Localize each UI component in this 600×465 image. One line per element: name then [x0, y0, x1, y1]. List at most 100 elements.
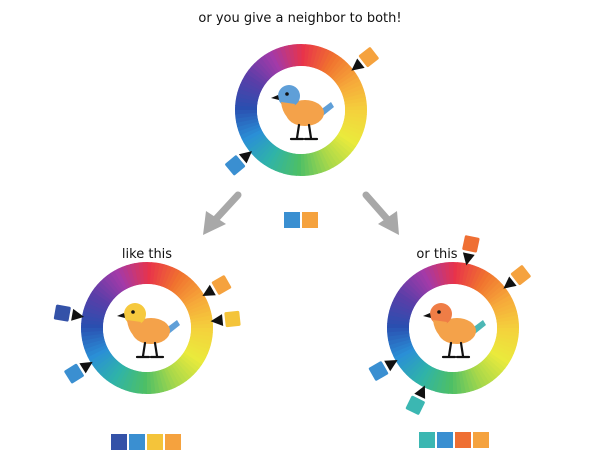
wheel-segment [338, 129, 361, 144]
color-swatch-icon [437, 432, 453, 448]
wheel-segment [97, 280, 117, 299]
wheel-segment [238, 123, 261, 136]
wheel-segment [395, 349, 417, 365]
color-tag [405, 395, 425, 415]
wheel-segment [190, 330, 213, 338]
wheel-segment [387, 330, 410, 337]
wheel-segment [117, 266, 131, 289]
wheel-segment [416, 270, 432, 292]
wheel-segment [458, 371, 466, 394]
wheel-segment [388, 310, 411, 320]
wheel-segment [496, 323, 520, 329]
color-swatch-icon [129, 434, 145, 450]
wheel-segment [264, 52, 280, 74]
color-marker [225, 151, 252, 176]
wheel-segment [440, 262, 448, 285]
wheel-segment [190, 333, 213, 342]
wheel-segment [386, 327, 410, 333]
wheel-segment [125, 264, 137, 287]
wheel-segment [435, 370, 445, 393]
wheel-segment [235, 96, 258, 105]
wheel-segment [163, 267, 177, 289]
bird-legs [135, 341, 165, 359]
wheel-segment [387, 318, 410, 326]
wheel-segment [248, 136, 268, 154]
wheel-segment [419, 365, 434, 388]
wheel-segment [168, 364, 184, 386]
wheel-segment [82, 336, 105, 346]
bird-icon [117, 303, 180, 359]
wheel-segment [166, 366, 180, 388]
color-marker [368, 360, 398, 381]
wheel-segment [486, 284, 506, 302]
wheel-segment [339, 77, 361, 91]
wheel-segment [329, 141, 348, 161]
wheel-segment [114, 268, 128, 290]
wheel-segment [190, 323, 214, 329]
wheel-segment [343, 118, 366, 128]
bird-belly [281, 102, 301, 126]
wheel-segment [160, 368, 173, 391]
wheel-segment [485, 354, 506, 372]
wheel-segment [245, 134, 267, 151]
wheel-segment [315, 47, 327, 70]
wheel-segment [81, 318, 104, 326]
wheel-segment [342, 88, 365, 100]
color-swatch-icon [284, 212, 300, 228]
color-marker [462, 235, 480, 266]
wheel-segment [409, 275, 427, 295]
wheel-segment [491, 295, 513, 309]
wheel-segment [475, 270, 491, 292]
wheel-segment [331, 139, 351, 158]
wheel-segment [482, 278, 501, 298]
color-marker [202, 275, 232, 296]
wheel-segment [177, 357, 197, 376]
wheel-segment [169, 270, 185, 292]
color-swatch-icon [419, 432, 435, 448]
wheel-segment [189, 336, 212, 346]
color-marker-icon [351, 58, 365, 71]
wheel-segment [439, 371, 448, 394]
wheel-segment [395, 290, 417, 306]
diagram-title: or you give a neighbor to both! [198, 11, 402, 26]
wheel-segment [183, 291, 205, 307]
wheel-segment [263, 146, 279, 168]
wheel-segment [342, 121, 365, 132]
bird-wing [295, 105, 319, 115]
color-marker [64, 361, 93, 384]
wheel-segment [412, 272, 429, 294]
wheel-segment [303, 153, 310, 176]
wheel-segment [431, 264, 443, 287]
wheel-segment [99, 358, 118, 378]
wheel-segment [267, 147, 282, 170]
wheel-segment [152, 262, 161, 285]
wheel-segment [296, 43, 302, 67]
wheel-segment [292, 44, 299, 67]
wheel-segment [234, 109, 258, 115]
wheel-segment [171, 273, 188, 294]
wheel-segment [253, 140, 272, 160]
bird-head [278, 85, 300, 107]
wheel-segment [106, 272, 123, 294]
wheel-segment [279, 46, 291, 69]
wheel-segment [81, 314, 104, 323]
wheel-segment [291, 153, 299, 176]
wheel-segment [94, 354, 114, 372]
wheel-segment [236, 92, 259, 102]
wheel-segment [344, 105, 368, 111]
wheel-segment [83, 306, 106, 317]
wheel-segment [83, 338, 106, 350]
wheel-segment [393, 294, 416, 309]
wheel-segment [121, 368, 133, 391]
wheel-segment [463, 369, 475, 392]
color-wheel-icon [234, 43, 368, 177]
wheel-segment [260, 144, 277, 165]
wheel-segment [340, 80, 363, 94]
wheel-segment [125, 369, 136, 392]
wheel-segment [96, 356, 116, 375]
wheel-segment [389, 338, 412, 350]
wheel-segment [427, 265, 440, 288]
wheel-segment [180, 284, 200, 302]
wheel-segment [251, 62, 271, 81]
bird-icon [271, 85, 334, 141]
